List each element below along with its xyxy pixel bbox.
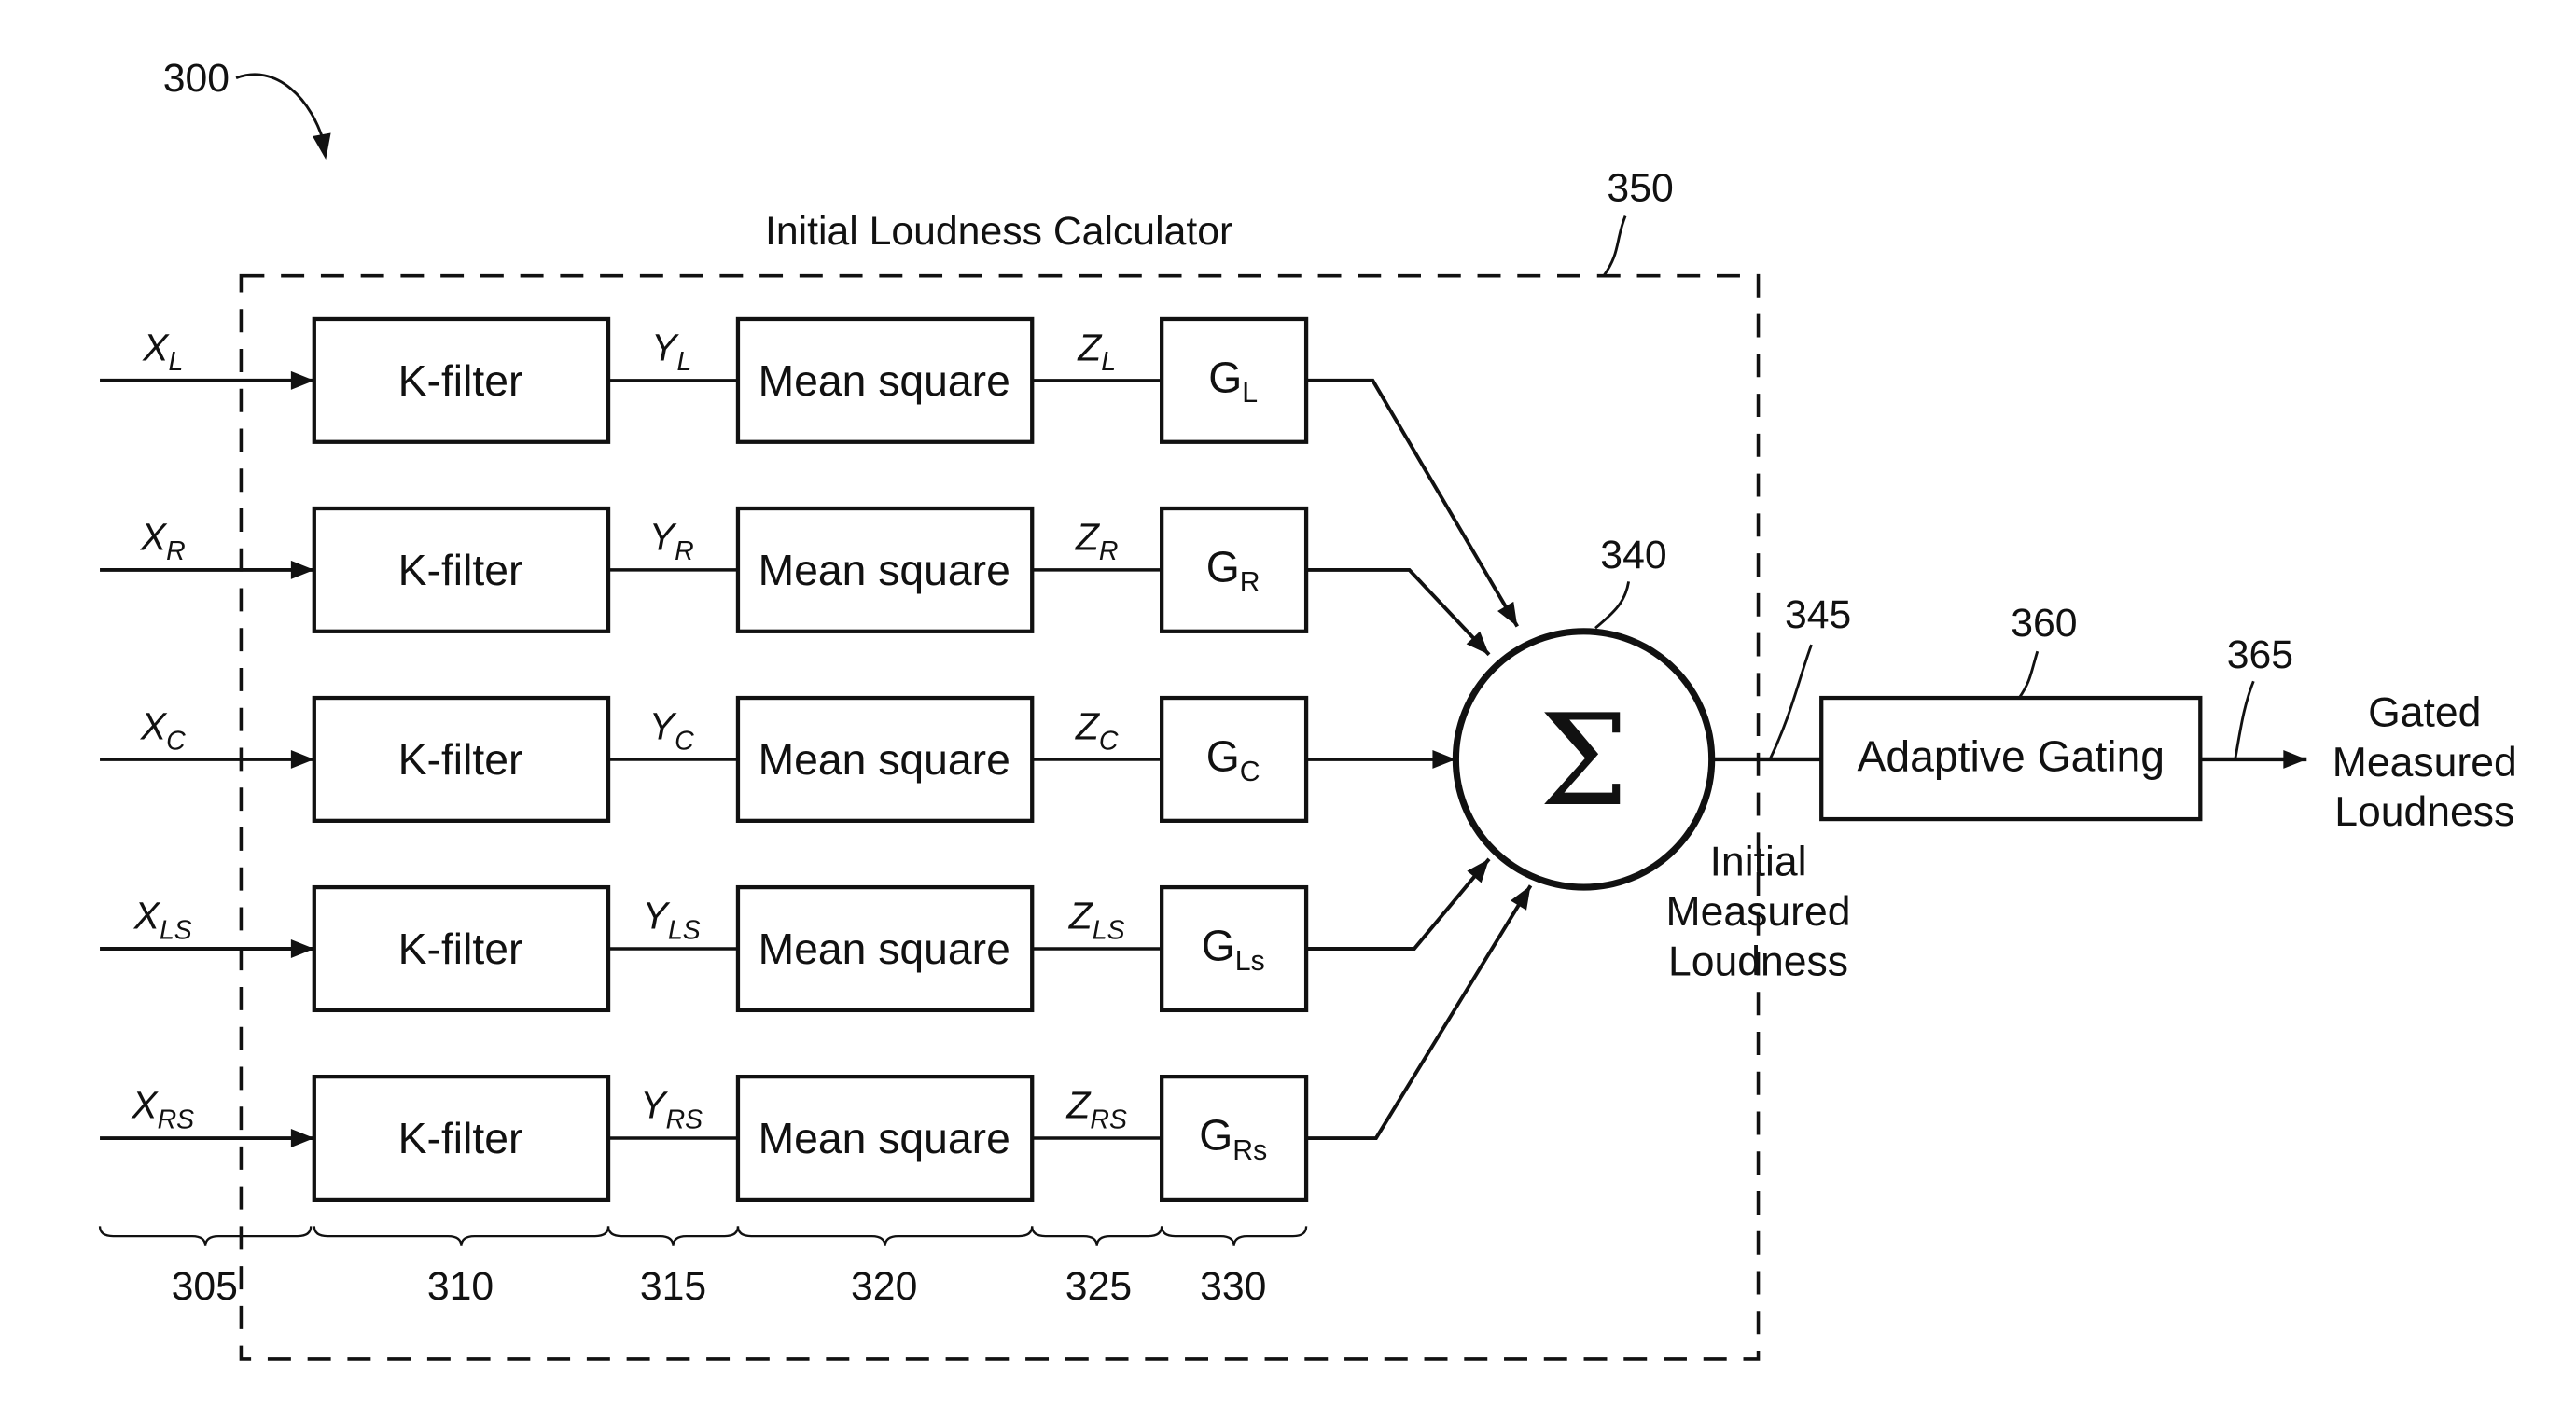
gated-output-ref: 365	[2227, 632, 2293, 677]
gain-to-sum-arrow	[1306, 885, 1530, 1138]
filtered-signal-label: YL	[651, 326, 691, 377]
figure-ref: 300	[163, 56, 230, 101]
input-signal-label: XLS	[133, 895, 192, 946]
stage-brace	[1162, 1226, 1306, 1245]
stage-brace	[1032, 1226, 1162, 1245]
initial-output-label-1: Initial	[1710, 840, 1807, 885]
k-filter-label: K-filter	[398, 924, 523, 973]
input-signal-label: XC	[140, 705, 186, 757]
stage-ref: 325	[1065, 1264, 1132, 1309]
figure-ref-pointer	[236, 75, 326, 149]
summation-ref: 340	[1600, 533, 1666, 577]
channel-row: XCK-filterYCMean squareZCGC	[100, 698, 1455, 821]
adaptive-gating-label: Adaptive Gating	[1858, 731, 2165, 780]
k-filter-label: K-filter	[398, 735, 523, 784]
stage-brace	[608, 1226, 738, 1245]
k-filter-label: K-filter	[398, 1114, 523, 1162]
summation-symbol: Σ	[1539, 687, 1629, 834]
filtered-signal-label: YR	[649, 516, 694, 567]
initial-output-label-3: Loudness	[1668, 938, 1848, 984]
gain-to-sum-arrow	[1306, 859, 1489, 949]
stage-ref: 310	[427, 1264, 494, 1309]
gating-ref-leader	[2019, 651, 2038, 698]
calculator-ref-leader	[1604, 216, 1625, 276]
gain-to-sum-arrow	[1306, 381, 1517, 627]
k-filter-label: K-filter	[398, 356, 523, 405]
mean-square-label: Mean square	[759, 546, 1010, 594]
gated-output-label-1: Gated	[2368, 689, 2481, 735]
mean-square-label: Mean square	[759, 924, 1010, 973]
gated-output-label-2: Measured	[2332, 740, 2517, 785]
input-signal-label: XR	[140, 516, 186, 567]
input-signal-label: XRS	[131, 1084, 194, 1135]
stage-ref: 315	[640, 1264, 706, 1309]
mean-square-label: Mean square	[759, 1114, 1010, 1162]
calculator-title: Initial Loudness Calculator	[765, 209, 1232, 254]
mean-square-label: Mean square	[759, 356, 1010, 405]
gain-to-sum-arrow	[1306, 570, 1489, 655]
stage-braces: 305 310 315 320 325 330	[100, 1226, 1306, 1308]
k-filter-label: K-filter	[398, 546, 523, 594]
mean-square-label: Mean square	[759, 735, 1010, 784]
mean-square-output-label: ZLS	[1068, 895, 1125, 946]
filtered-signal-label: YLS	[643, 895, 701, 946]
gated-output-label-3: Loudness	[2334, 789, 2514, 835]
channel-rows: XLK-filterYLMean squareZLGLXRK-filterYRM…	[100, 319, 1530, 1200]
initial-output-ref-leader	[1770, 645, 1812, 759]
stage-brace	[738, 1226, 1032, 1245]
summation-ref-leader	[1595, 581, 1629, 628]
filtered-signal-label: YC	[649, 705, 694, 757]
filtered-signal-label: YRS	[640, 1084, 703, 1135]
channel-row: XLSK-filterYLSMean squareZLSGLs	[100, 859, 1489, 1010]
channel-row: XRK-filterYRMean squareZRGR	[100, 508, 1489, 655]
initial-output-ref: 345	[1785, 592, 1851, 637]
mean-square-output-label: ZL	[1077, 326, 1116, 377]
stage-brace	[314, 1226, 608, 1245]
stage-brace	[100, 1226, 311, 1245]
figure-ref-arrowhead	[313, 132, 331, 159]
stage-ref: 330	[1200, 1264, 1266, 1309]
input-signal-label: XL	[142, 326, 183, 377]
gating-ref: 360	[2011, 601, 2077, 646]
initial-output-label-2: Measured	[1666, 889, 1851, 935]
mean-square-output-label: ZC	[1075, 705, 1119, 757]
mean-square-output-label: ZR	[1075, 516, 1119, 567]
gated-output-ref-leader	[2235, 681, 2254, 759]
calculator-ref: 350	[1607, 166, 1673, 211]
stage-ref: 320	[851, 1264, 917, 1309]
mean-square-output-label: ZRS	[1065, 1084, 1127, 1135]
stage-ref: 305	[172, 1264, 238, 1309]
